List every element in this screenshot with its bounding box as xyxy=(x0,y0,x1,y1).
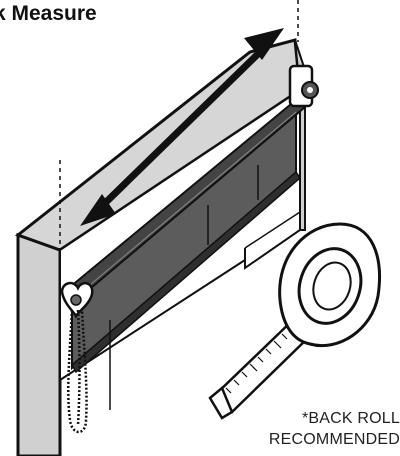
roller-shade xyxy=(62,98,306,410)
double-arrow-icon xyxy=(80,28,284,226)
measure-guides xyxy=(59,0,299,252)
note-line-2: RECOMMENDED xyxy=(268,431,400,448)
pull-chain-icon xyxy=(67,309,88,434)
recommendation-note: *BACK ROLL RECOMMENDED xyxy=(240,408,400,450)
page-title: k Measure xyxy=(0,2,97,25)
tape-measure-icon xyxy=(208,222,381,420)
roller-bracket-icon xyxy=(288,64,319,108)
note-line-1: *BACK ROLL xyxy=(301,410,400,427)
